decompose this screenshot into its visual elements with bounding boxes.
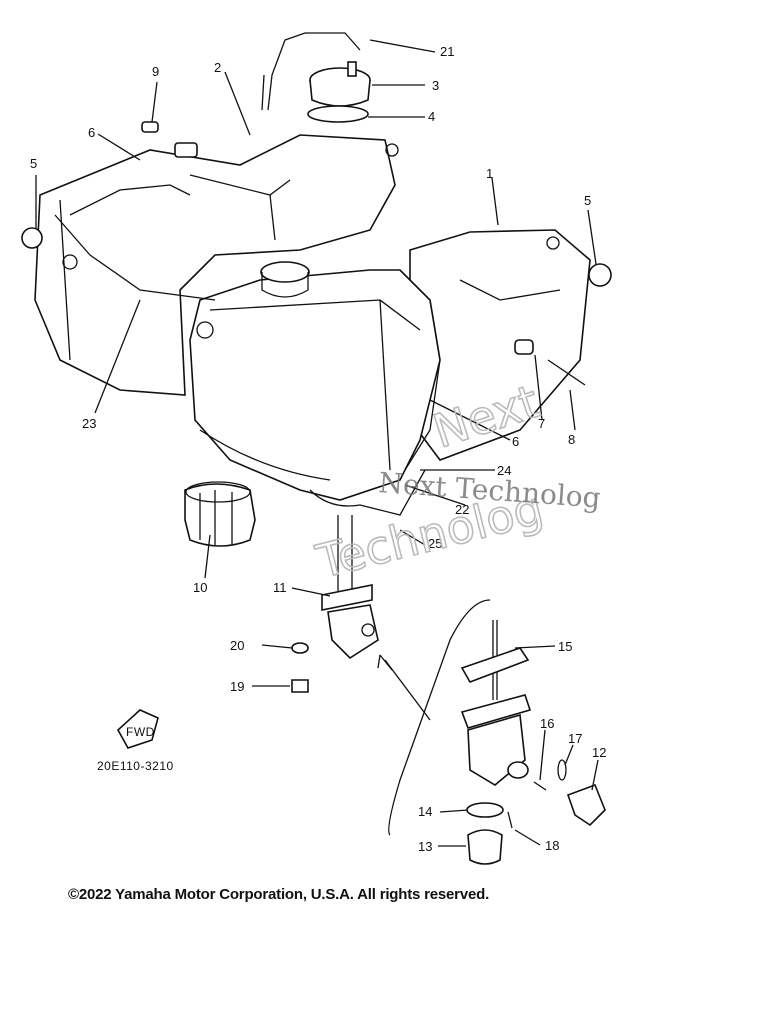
collar <box>514 339 534 355</box>
figure-code: 20E110-3210 <box>97 759 174 773</box>
label-15: 15 <box>558 639 572 654</box>
rear-fuel-tank <box>34 134 399 396</box>
hose-23 <box>54 214 216 301</box>
label-23: 23 <box>82 416 96 431</box>
label-5-left: 5 <box>30 156 37 171</box>
label-11: 11 <box>273 580 287 595</box>
label-16: 16 <box>540 716 554 731</box>
label-19: 19 <box>230 679 244 694</box>
label-14: 14 <box>418 804 432 819</box>
screw <box>291 679 309 693</box>
label-12: 12 <box>592 745 606 760</box>
part-labels: 1 2 3 4 5 5 6 6 7 8 9 10 11 12 13 14 15 … <box>30 44 606 854</box>
bowl-gasket <box>466 802 504 818</box>
washer <box>291 642 309 654</box>
filter-bowl <box>467 829 503 865</box>
label-3: 3 <box>432 78 439 93</box>
drain-screw <box>507 811 513 829</box>
label-10: 10 <box>193 580 207 595</box>
label-4: 4 <box>428 109 435 124</box>
label-18: 18 <box>545 838 559 853</box>
copyright-notice: ©2022 Yamaha Motor Corporation, U.S.A. A… <box>68 886 490 903</box>
tank-cap <box>309 61 371 107</box>
label-1: 1 <box>486 166 493 181</box>
label-25: 25 <box>428 536 442 551</box>
label-8: 8 <box>568 432 575 447</box>
label-24: 24 <box>497 463 511 478</box>
detail-bracket <box>388 599 491 836</box>
fuel-cock <box>321 515 379 660</box>
leader-lines <box>35 39 599 847</box>
label-17: 17 <box>568 731 582 746</box>
label-21: 21 <box>440 44 454 59</box>
o-ring <box>557 759 567 781</box>
label-2: 2 <box>214 60 221 75</box>
oil-tank <box>189 261 441 501</box>
cap-gasket <box>307 105 369 123</box>
hose-25 <box>309 469 426 516</box>
spring <box>533 781 547 791</box>
label-7: 7 <box>538 416 545 431</box>
label-6-lower: 6 <box>512 434 519 449</box>
grommet-left <box>21 227 43 249</box>
vent-hose <box>69 184 191 216</box>
label-13: 13 <box>418 839 432 854</box>
fuel-cock-detail <box>460 620 532 786</box>
grommet-right <box>588 263 612 287</box>
breather-hose <box>267 32 361 111</box>
label-6-upper: 6 <box>88 125 95 140</box>
label-20: 20 <box>230 638 244 653</box>
label-22: 22 <box>455 502 469 517</box>
label-5-right: 5 <box>584 193 591 208</box>
fwd-arrow: FWD <box>116 709 159 749</box>
bolt <box>547 359 586 386</box>
cock-lever <box>566 783 606 827</box>
svg-text:FWD: FWD <box>126 725 155 739</box>
label-9: 9 <box>152 64 159 79</box>
oil-filter <box>184 481 256 547</box>
